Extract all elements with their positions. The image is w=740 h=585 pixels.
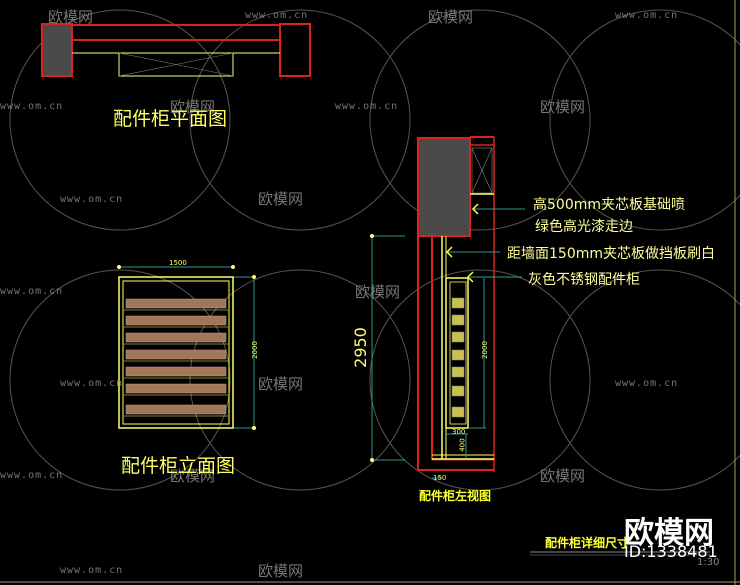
- watermark-url: www.om.cn: [0, 101, 64, 112]
- watermark-logo: 欧模网: [48, 8, 94, 26]
- watermark-logo: 欧模网: [170, 98, 216, 116]
- watermark-url: www.om.cn: [60, 194, 124, 205]
- side-view: [370, 136, 525, 479]
- watermark-logo: 欧模网: [355, 283, 401, 301]
- elevation-view-title: 配件柜立面图: [121, 455, 236, 477]
- dim-height: 2000: [250, 341, 259, 359]
- watermark-url: www.om.cn: [0, 470, 64, 481]
- annotation-cabinet: 灰色不锈钢配件柜: [528, 272, 640, 288]
- watermark-logo: 欧模网: [258, 375, 304, 393]
- brand-watermark: 欧模网: [624, 516, 714, 551]
- watermark-url: www.om.cn: [60, 378, 124, 389]
- plan-view-title: 配件柜平面图: [113, 108, 228, 130]
- annotation-wall-panel: 距墙面150mm夹芯板做挡板刷白: [507, 246, 715, 262]
- annotation-base-line2: 绿色高光漆走边: [535, 219, 633, 235]
- plan-view: [41, 23, 311, 77]
- dim-wall-offset: 150: [433, 474, 447, 482]
- watermark-logo: 欧模网: [258, 190, 304, 208]
- side-view-title: 配件柜左视图: [419, 489, 492, 503]
- watermark-logo: 欧模网: [170, 467, 216, 485]
- scale-label: 1:30: [697, 557, 720, 568]
- dim-width: 1500: [169, 259, 187, 267]
- watermark-url: www.om.cn: [335, 101, 399, 112]
- elevation-view: [117, 265, 256, 430]
- dim-cabinet-height: 2000: [480, 341, 489, 359]
- detail-title: 配件柜详细尺寸: [545, 536, 630, 550]
- watermark-logo: 欧模网: [540, 467, 586, 485]
- dim-total-height: 2950: [350, 327, 370, 368]
- watermark-url: www.om.cn: [245, 10, 309, 21]
- annotation-base: 高500mm夹芯板基础喷: [533, 197, 685, 213]
- watermark-arcs: [9, 9, 740, 491]
- watermark-logo: 欧模网: [258, 562, 304, 580]
- watermark-url: www.om.cn: [615, 10, 679, 21]
- watermark-url: www.om.cn: [60, 565, 124, 576]
- watermark-logo: 欧模网: [428, 8, 474, 26]
- watermark-logo: 欧模网: [540, 98, 586, 116]
- id-watermark: ID:1338481: [624, 542, 718, 561]
- watermark-url: www.om.cn: [0, 286, 64, 297]
- dim-depth: 300: [452, 428, 466, 436]
- watermark-url: www.om.cn: [615, 378, 679, 389]
- dim-base-height: 400: [458, 438, 467, 452]
